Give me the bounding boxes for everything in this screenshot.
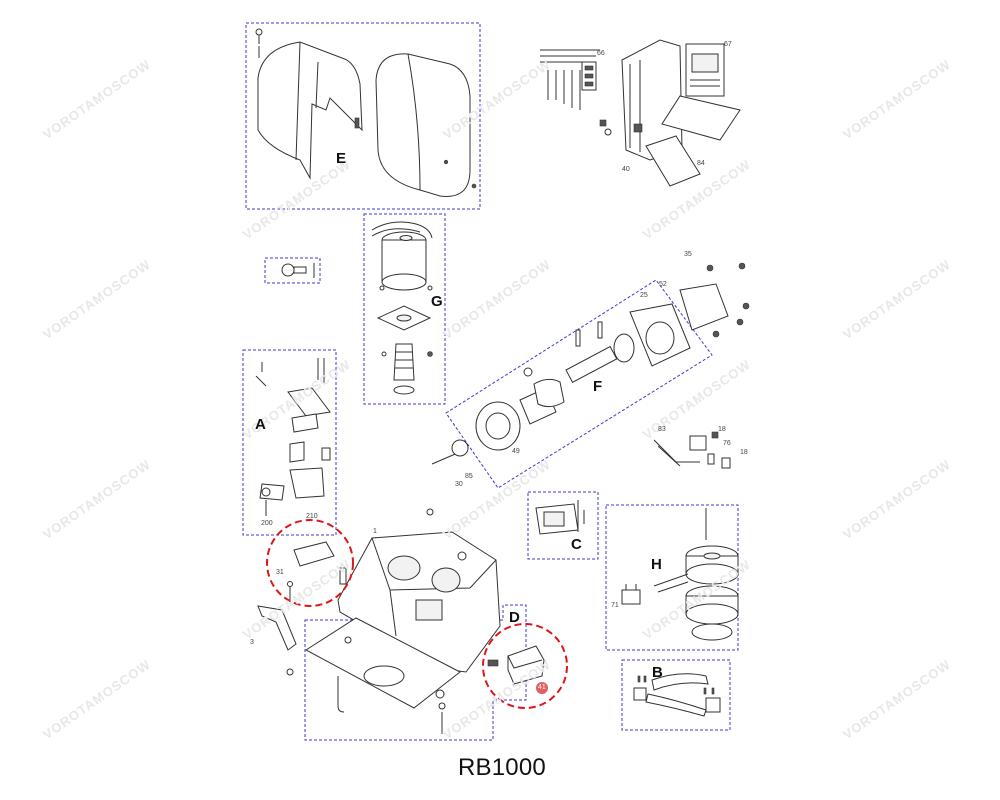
part-number: 210	[306, 513, 318, 520]
frame-group-b	[621, 659, 731, 731]
part-41-badge	[536, 682, 548, 694]
gear-shaft-drawing	[431, 262, 750, 465]
cable-clamps-drawing	[633, 673, 721, 717]
part-number: 3	[250, 639, 254, 646]
part-number: 76	[723, 440, 731, 447]
part-number: 41	[538, 684, 546, 691]
frame-key	[264, 257, 321, 284]
highlight-circle-part-41	[482, 623, 568, 709]
part-41-cover-drawing	[487, 645, 545, 685]
group-label-f: F	[593, 378, 603, 395]
part-number: 52	[659, 281, 667, 288]
part-number: 30	[455, 481, 463, 488]
frame-group-e	[245, 22, 481, 210]
motor-drawing	[371, 221, 433, 395]
part-number: 84	[697, 160, 705, 167]
frame-base-plate	[304, 604, 527, 741]
group-label-e: E	[336, 150, 347, 167]
part-number: 18	[718, 426, 726, 433]
base-plate-drawing	[286, 617, 461, 734]
release-mechanism-drawing	[255, 358, 331, 516]
page-title: RB1000	[458, 754, 546, 781]
electromagnet-drawing	[621, 508, 739, 641]
frame-group-h	[605, 504, 739, 651]
control-board-drawing	[540, 39, 741, 187]
part-number: 66	[597, 50, 605, 57]
highlight-circle-part-31	[266, 519, 354, 607]
group-label-c: C	[571, 536, 582, 553]
part-number: 35	[684, 251, 692, 258]
group-label-h: H	[651, 556, 662, 573]
cover-inner-drawing	[255, 28, 363, 180]
capacitor-bracket-drawing	[535, 500, 585, 535]
part-number: 200	[261, 520, 273, 527]
part-number: 71	[611, 602, 619, 609]
group-label-g: G	[431, 293, 443, 310]
frame-group-f	[445, 279, 713, 489]
group-label-b: B	[652, 664, 663, 681]
part-number: 18	[740, 449, 748, 456]
release-lever-drawing	[257, 541, 335, 651]
part-number: 67	[724, 41, 732, 48]
frame-group-g	[363, 213, 446, 405]
group-label-a: A	[255, 416, 266, 433]
part-number: 83	[658, 426, 666, 433]
frame-group-a	[242, 349, 337, 536]
release-key-drawing	[281, 263, 315, 278]
gearmotor-housing-drawing	[337, 508, 501, 673]
part-number: 40	[622, 166, 630, 173]
part-number: 49	[512, 448, 520, 455]
cover-outer-drawing	[375, 53, 477, 197]
part-number: 25	[640, 292, 648, 299]
part-number: 85	[465, 473, 473, 480]
limit-switch-parts-drawing	[653, 431, 731, 469]
part-number: 31	[276, 569, 284, 576]
frame-group-c	[527, 491, 599, 560]
group-label-d: D	[509, 609, 520, 626]
part-number: 1	[373, 528, 377, 535]
